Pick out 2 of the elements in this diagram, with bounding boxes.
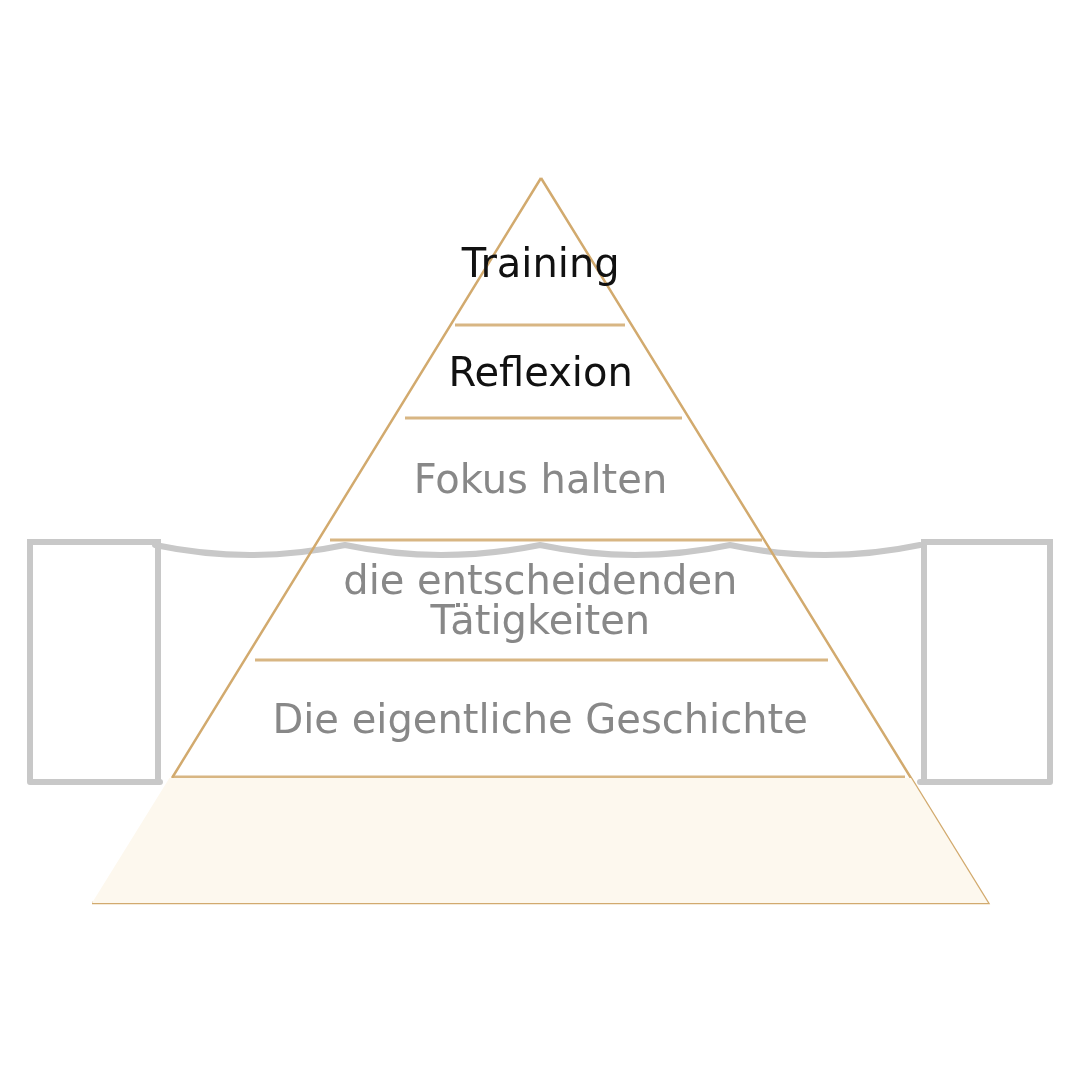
tier-label: Fokus halten bbox=[413, 459, 668, 499]
tier-label: Reflexion bbox=[448, 351, 633, 392]
